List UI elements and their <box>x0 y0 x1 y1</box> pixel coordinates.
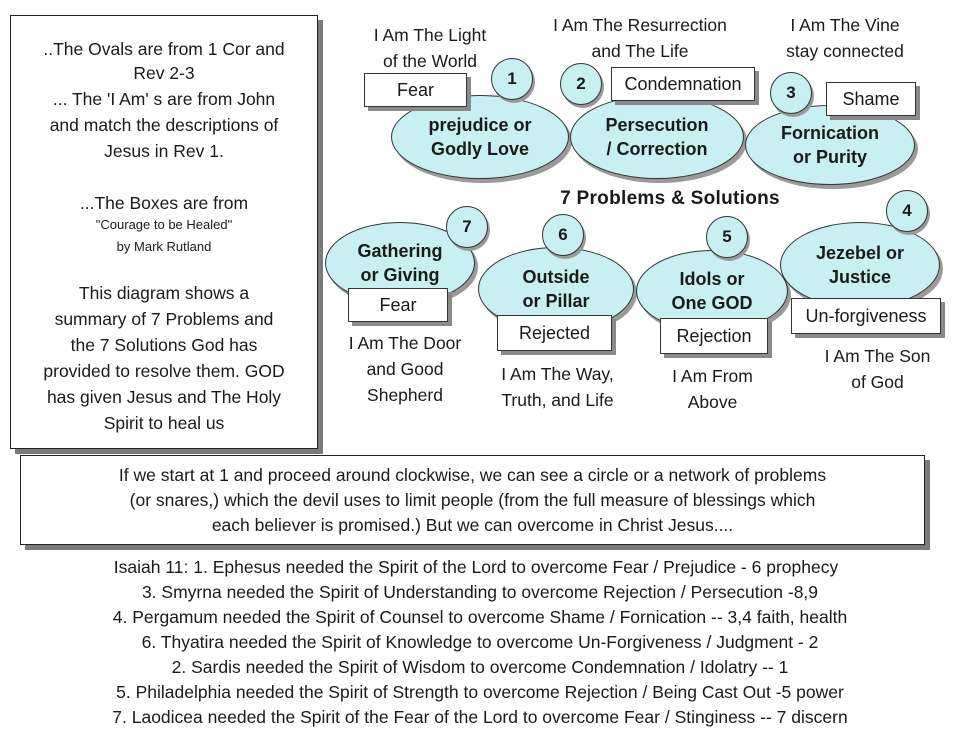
iam-line: and The Life <box>591 41 689 61</box>
info-line: Rev 2-3 <box>133 63 195 83</box>
info-line: Jesus in Rev 1. <box>104 141 224 161</box>
oval-line: Fornication <box>781 123 879 143</box>
iam-label-7: I Am The Door and Good Shepherd <box>330 330 480 408</box>
isaiah-line: 5. Philadelphia needed the Spirit of Str… <box>116 682 844 702</box>
oval-line: Justice <box>828 267 892 287</box>
oval-line: Gathering <box>357 241 443 261</box>
iam-line: I Am The Way, <box>501 364 614 384</box>
iam-line: Above <box>687 392 738 412</box>
oval-line: Idols or <box>679 269 745 289</box>
isaiah-line: 7. Laodicea needed the Spirit of the Fea… <box>112 707 848 727</box>
summary-line: Spirit to heal us <box>103 413 225 433</box>
isaiah-line: 4. Pergamum needed the Spirit of Counsel… <box>112 607 848 627</box>
iam-line: I Am The Light <box>373 25 487 45</box>
box-2: Condemnation <box>611 67 755 101</box>
number-circle-6: 6 <box>542 214 584 256</box>
summary-line: provided to resolve them. GOD <box>43 361 285 381</box>
oval-2: Persecution / Correction <box>570 95 744 179</box>
oval-line: Godly Love <box>430 139 529 159</box>
boxes-source-title: "Courage to be Healed" <box>95 217 233 232</box>
summary-line: the 7 Solutions God has <box>70 335 258 355</box>
number-circle-4: 4 <box>886 190 928 232</box>
boxes-source-author: by Mark Rutland <box>116 239 212 254</box>
iam-label-5: I Am From Above <box>640 363 785 415</box>
oval-line: or Purity <box>792 147 867 167</box>
isaiah-line: 2. Sardis needed the Spirit of Wisdom to… <box>171 657 789 677</box>
iam-label-2: I Am The Resurrection and The Life <box>530 12 750 64</box>
summary-line: This diagram shows a <box>78 283 250 303</box>
number-circle-5: 5 <box>706 216 748 258</box>
oval-line: prejudice or <box>428 115 532 135</box>
summary-line: has given Jesus and The Holy <box>46 387 282 407</box>
summary-text-line: (or snares,) which the devil uses to lim… <box>129 490 816 510</box>
number-circle-7: 7 <box>446 206 488 248</box>
isaiah-line: 3. Smyrna needed the Spirit of Understan… <box>141 582 819 602</box>
diagram-title: 7 Problems & Solutions <box>560 188 780 209</box>
oval-line: Jezebel or <box>815 243 905 263</box>
oval-1: prejudice or Godly Love <box>391 95 569 179</box>
number-circle-2: 2 <box>560 63 602 105</box>
oval-line: One GOD <box>671 293 753 313</box>
box-6: Rejected <box>497 315 612 351</box>
info-line: and match the descriptions of <box>49 115 279 135</box>
iam-line: Shepherd <box>367 385 443 405</box>
box-3: Shame <box>826 82 916 116</box>
iam-line: stay connected <box>786 41 904 61</box>
iam-label-6: I Am The Way, Truth, and Life <box>475 361 640 413</box>
iam-line: and Good <box>366 359 444 379</box>
number-circle-3: 3 <box>770 72 812 114</box>
isaiah-line: Isaiah 11: 1. Ephesus needed the Spirit … <box>113 557 839 577</box>
box-4: Un-forgiveness <box>791 298 941 334</box>
oval-line: Persecution <box>605 115 709 135</box>
oval-line: or Pillar <box>522 291 590 311</box>
box-5: Rejection <box>660 318 768 354</box>
iam-line: I Am The Door <box>348 333 462 353</box>
iam-label-4: I Am The Son of God <box>805 343 950 395</box>
iam-line: of the World <box>382 51 478 71</box>
info-line: ... The 'I Am' s are from John <box>52 89 276 109</box>
iam-line: I Am From <box>672 366 753 386</box>
info-line: ..The Ovals are from 1 Cor and <box>43 39 285 59</box>
isaiah-line: 6. Thyatira needed the Spirit of Knowled… <box>141 632 819 652</box>
iam-label-1: I Am The Light of the World <box>340 22 520 74</box>
boxes-source-line: ...The Boxes are from <box>79 193 249 213</box>
number-circle-1: 1 <box>491 58 533 100</box>
summary-text-line: If we start at 1 and proceed around cloc… <box>118 465 827 485</box>
summary-text-line: each believer is promised.) But we can o… <box>211 515 734 535</box>
oval-4: Jezebel or Justice <box>780 222 940 308</box>
box-1: Fear <box>364 73 467 107</box>
iam-line: I Am The Son <box>824 346 931 366</box>
info-box: ..The Ovals are from 1 Cor and Rev 2-3 .… <box>10 15 318 449</box>
oval-line: Outside <box>522 267 590 287</box>
summary-line: summary of 7 Problems and <box>54 309 274 329</box>
oval-3: Fornication or Purity <box>745 105 915 185</box>
summary-box: If we start at 1 and proceed around cloc… <box>20 455 925 545</box>
iam-line: Truth, and Life <box>501 390 614 410</box>
iam-label-3: I Am The Vine stay connected <box>760 12 930 64</box>
oval-line: or Giving <box>360 265 440 285</box>
iam-line: of God <box>851 372 904 392</box>
box-7: Fear <box>348 288 448 322</box>
iam-line: I Am The Resurrection <box>553 15 727 35</box>
iam-line: I Am The Vine <box>790 15 900 35</box>
oval-line: / Correction <box>606 139 708 159</box>
